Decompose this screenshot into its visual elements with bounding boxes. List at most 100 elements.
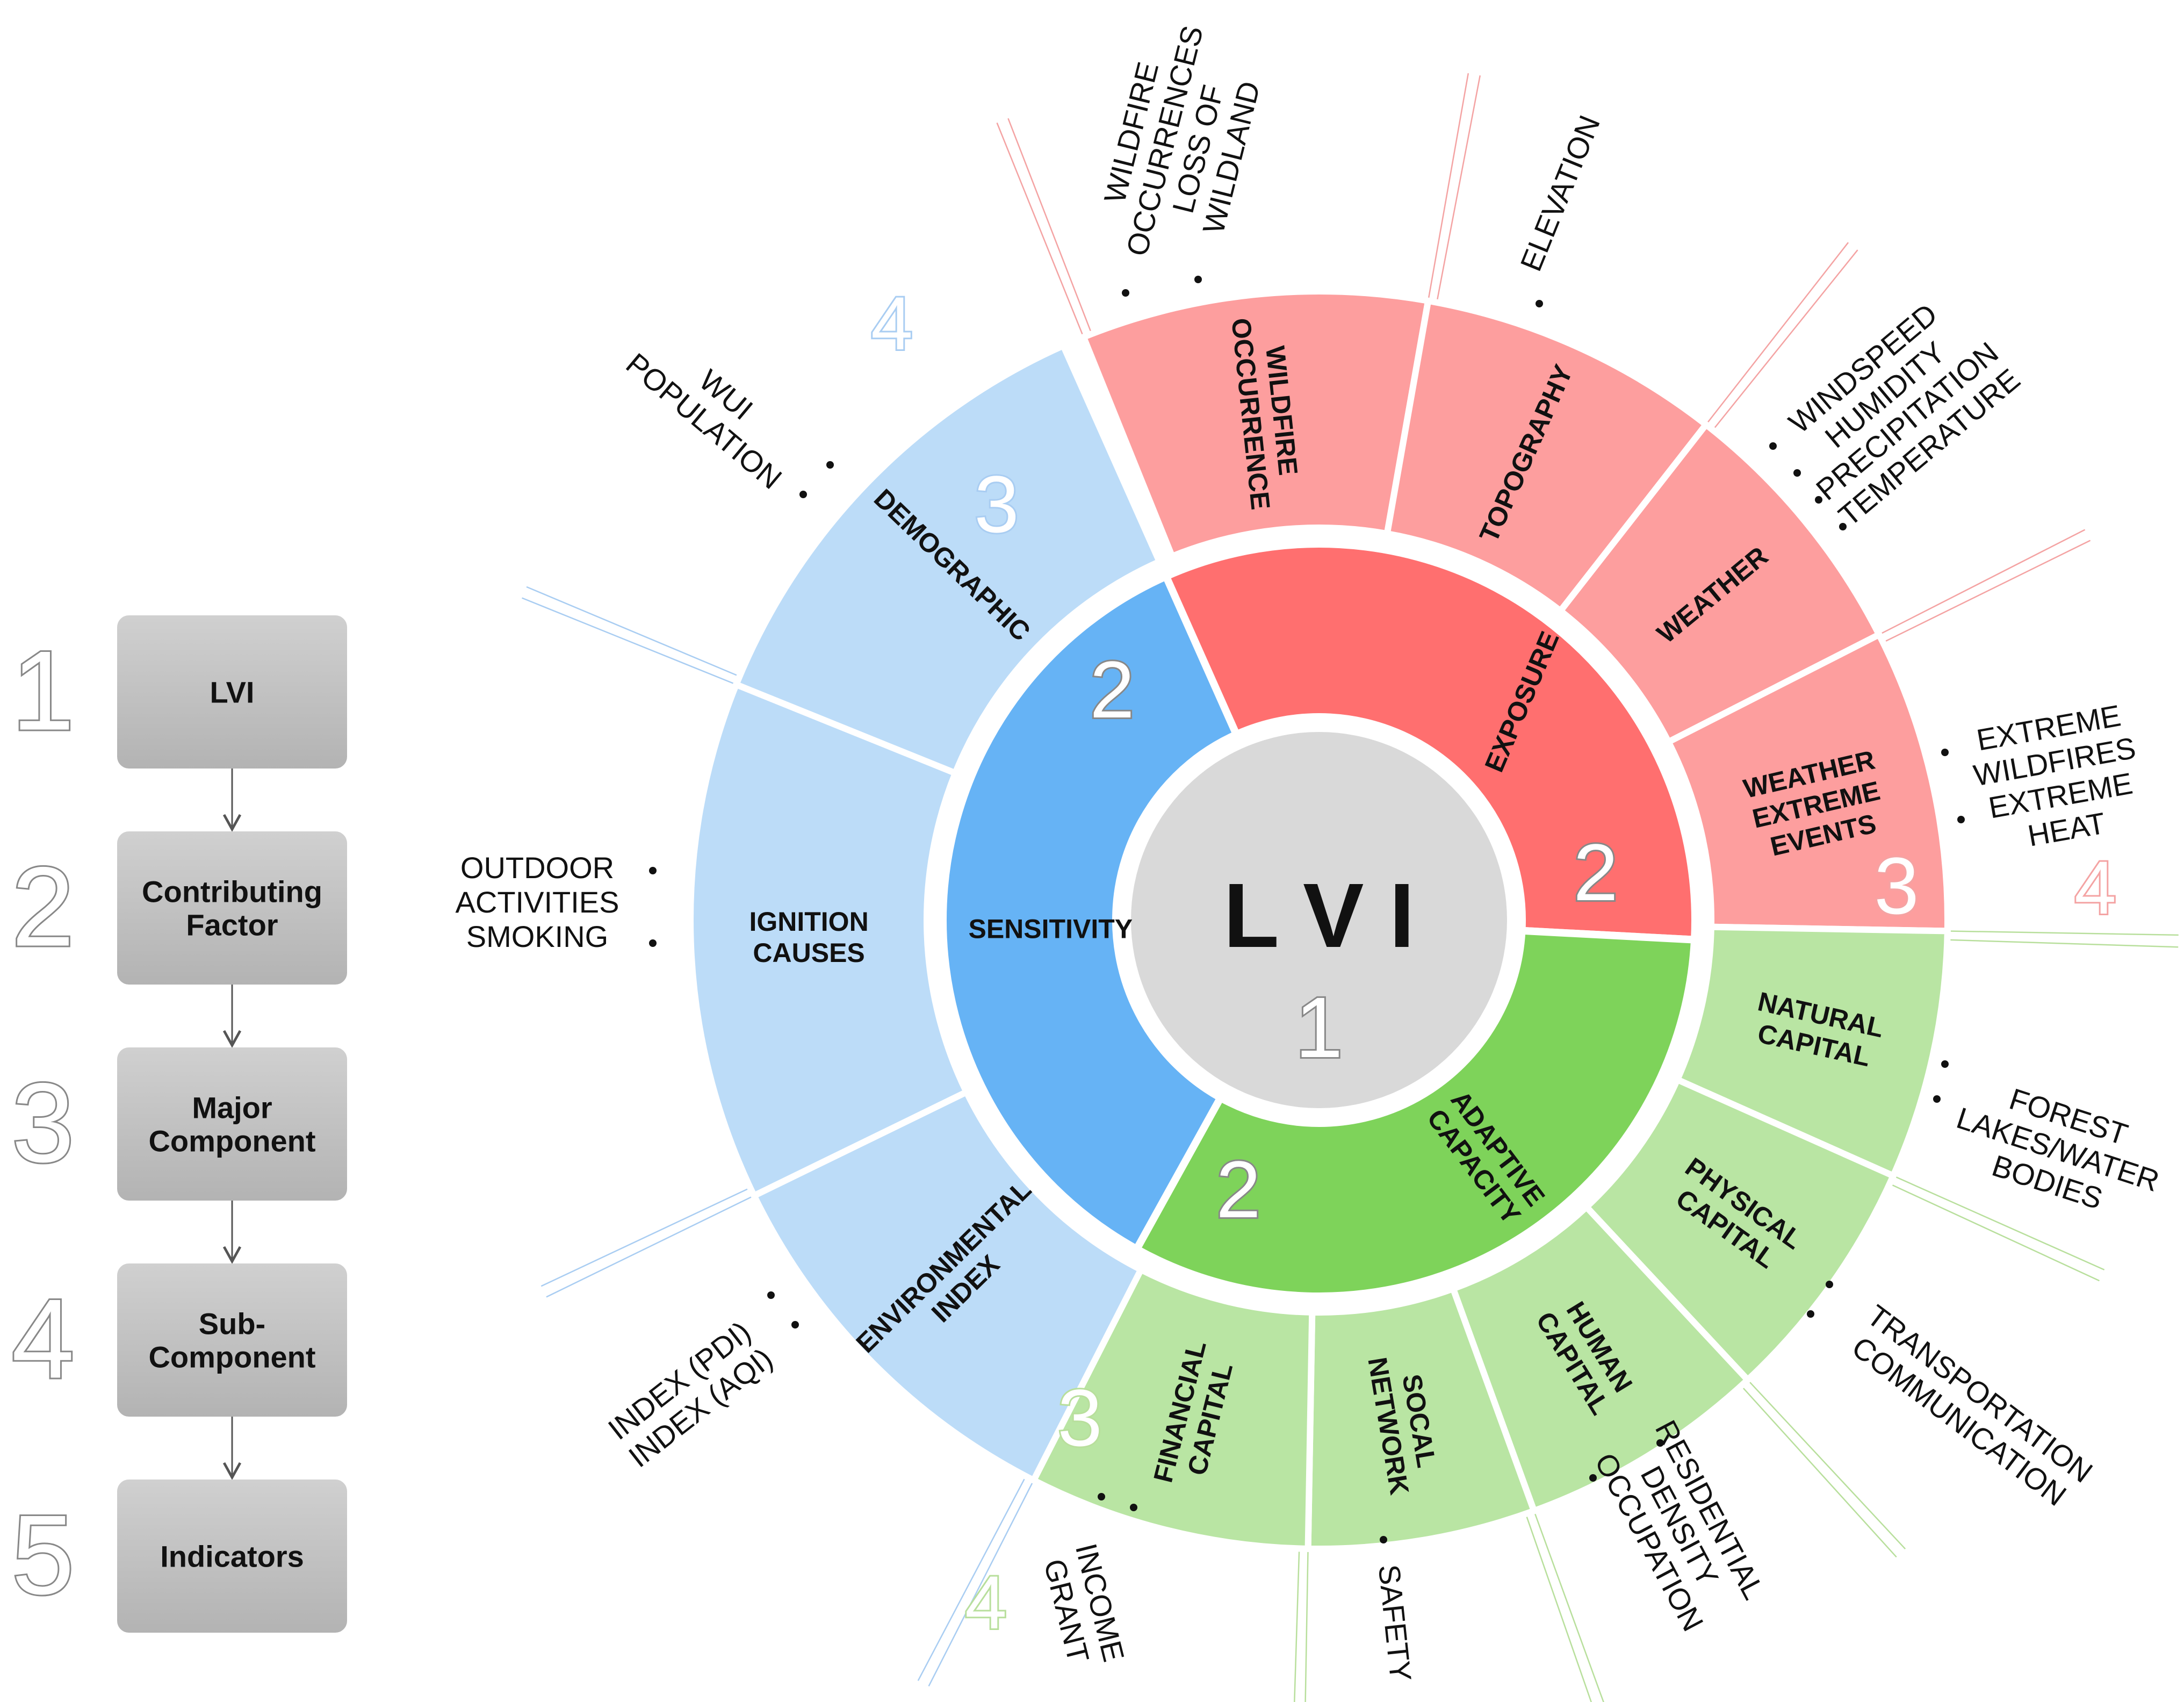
legend-box-label: LVI <box>210 676 255 709</box>
sub-level-number: 4 <box>2074 845 2116 930</box>
divider-line <box>1425 73 1469 312</box>
sub-component-items: SAFETY <box>1372 1563 1418 1683</box>
sub-level-number: 4 <box>965 1560 1007 1644</box>
sub-component-item-line: SMOKING <box>466 920 608 953</box>
legend-level-4: 4 Sub-Component <box>10 1263 347 1480</box>
bullet-dot <box>1122 289 1129 297</box>
sub-component-group-socal-network: SAFETY <box>1372 1536 1418 1683</box>
legend-box <box>117 615 347 769</box>
legend-box <box>117 831 347 985</box>
legend-level-number: 3 <box>12 1060 75 1186</box>
component-level-number: 3 <box>1057 1373 1102 1463</box>
divider-line <box>1699 242 1849 434</box>
legend-box-label-line: LVI <box>210 676 255 709</box>
legend-box-label-line: Major <box>192 1091 272 1125</box>
divider-lines <box>522 73 2179 1702</box>
factor-sector-exposure <box>1161 540 1699 944</box>
sub-component-items: FORESTLAKES/WATERBODIES <box>1942 1068 2174 1231</box>
sub-component-group-topography: ELEVATION <box>1513 111 1606 307</box>
divider-line <box>917 1466 1032 1681</box>
bullet-dot <box>767 1291 775 1299</box>
divider-line <box>1530 1500 1604 1702</box>
bullet-dot <box>826 461 834 469</box>
component-sector-ignition-causes <box>687 680 971 1200</box>
bullet-dot <box>799 491 807 498</box>
legend-level-number: 5 <box>12 1492 75 1618</box>
component-sector-topography <box>1383 297 1711 616</box>
divider-line <box>1936 938 2179 948</box>
sub-component-group-environmental-index: INDEX (PDI)INDEX (AQI) <box>601 1291 799 1474</box>
divider-line <box>1304 1538 1309 1702</box>
factor-level-number: 2 <box>1090 644 1134 735</box>
legend-box <box>117 1047 347 1201</box>
legend-level-number: 1 <box>12 628 75 754</box>
sub-component-items: TRANSPORTATIONCOMMUNICATION <box>1840 1298 2099 1517</box>
sub-component-item-line: SAFETY <box>1372 1563 1418 1683</box>
sub-component-items: WILDFIREOCCURRENCESLOSS OFWILDLAND <box>1086 14 1277 276</box>
factor-sector-sensitivity <box>939 571 1242 1254</box>
sub-component-group-physical-capital: TRANSPORTATIONCOMMUNICATION <box>1807 1281 2099 1517</box>
sub-component-group-wildfire-occurrence: WILDFIREOCCURRENCESLOSS OFWILDLAND <box>1086 14 1277 297</box>
bullet-dot <box>1589 1474 1597 1482</box>
legend-box-label-line: Component <box>148 1340 315 1374</box>
legend-level-number: 4 <box>12 1276 75 1402</box>
bullet-dot <box>1194 276 1202 283</box>
sub-component-items: EXTREMEWILDFIRESEXTREMEHEAT <box>1965 696 2150 860</box>
legend-box-label: Indicators <box>160 1540 304 1574</box>
contributing-factor-ring <box>939 540 1699 1300</box>
sub-level-number: 4 <box>871 281 913 365</box>
bullet-dot <box>1957 816 1965 823</box>
divider-line <box>996 123 1089 348</box>
bullet-dot <box>791 1321 799 1328</box>
center-label: L V I <box>1223 865 1415 967</box>
component-label-wildfire-occurrence: WILDFIREOCCURRENCE <box>1226 313 1307 511</box>
bullet-dot <box>1536 300 1543 307</box>
sub-component-items: INCOMEGRANT <box>1036 1540 1131 1674</box>
bullet-dot <box>1839 523 1847 530</box>
sub-component-group-demographic: WUIPOPULATION <box>619 320 834 498</box>
component-label-line: CAUSES <box>753 938 864 968</box>
legend-level-number: 2 <box>12 844 75 970</box>
divider-line <box>1294 1538 1301 1702</box>
sub-component-group-weather: WINDSPEEDHUMIDITYPRECIPITATIONTEMPERATUR… <box>1769 297 2026 533</box>
bullet-dot <box>649 939 657 947</box>
sub-component-item-line: POPULATION <box>619 347 788 496</box>
component-sector-environmental-index <box>749 1087 1145 1485</box>
major-component-ring <box>687 288 1951 1552</box>
sub-component-item-line: ELEVATION <box>1513 111 1606 276</box>
center-circle <box>1131 732 1507 1108</box>
bullet-dot <box>1769 442 1777 450</box>
divider-line <box>522 597 747 690</box>
divider-line <box>1705 249 1858 439</box>
sub-component-items: INDEX (PDI)INDEX (AQI) <box>601 1314 779 1474</box>
component-sector-demographic <box>732 341 1164 778</box>
factor-label-line: SENSITIVITY <box>968 914 1133 944</box>
legend-box-label: Sub-Component <box>148 1307 315 1374</box>
divider-line <box>1869 529 2086 641</box>
factor-label-sensitivity: SENSITIVITY <box>968 914 1133 944</box>
sub-component-item-line: OUTDOOR <box>460 851 614 885</box>
divider-line <box>1740 1371 1906 1550</box>
divider-line <box>546 1190 764 1298</box>
sub-component-item-line: ACTIVITIES <box>456 885 619 919</box>
divider-line <box>1883 1170 2105 1270</box>
divider-line <box>1007 118 1097 344</box>
sub-component-items: WUIPOPULATION <box>619 320 810 496</box>
component-label-line: IGNITION <box>749 907 868 937</box>
divider-line <box>1522 1503 1592 1702</box>
component-label-weather-extreme-events: WEATHEREXTREMEEVENTS <box>1741 745 1892 865</box>
component-level-number: 3 <box>1874 841 1919 931</box>
legend-box-label-line: Indicators <box>160 1540 304 1574</box>
sub-component-group-weather-extreme-events: EXTREMEWILDFIRESEXTREMEHEAT <box>1941 696 2150 860</box>
bullet-dot <box>1826 1281 1833 1288</box>
bullet-dot <box>1807 1310 1814 1318</box>
component-level-number: 3 <box>974 459 1019 549</box>
center-level-number: 1 <box>1295 979 1343 1075</box>
